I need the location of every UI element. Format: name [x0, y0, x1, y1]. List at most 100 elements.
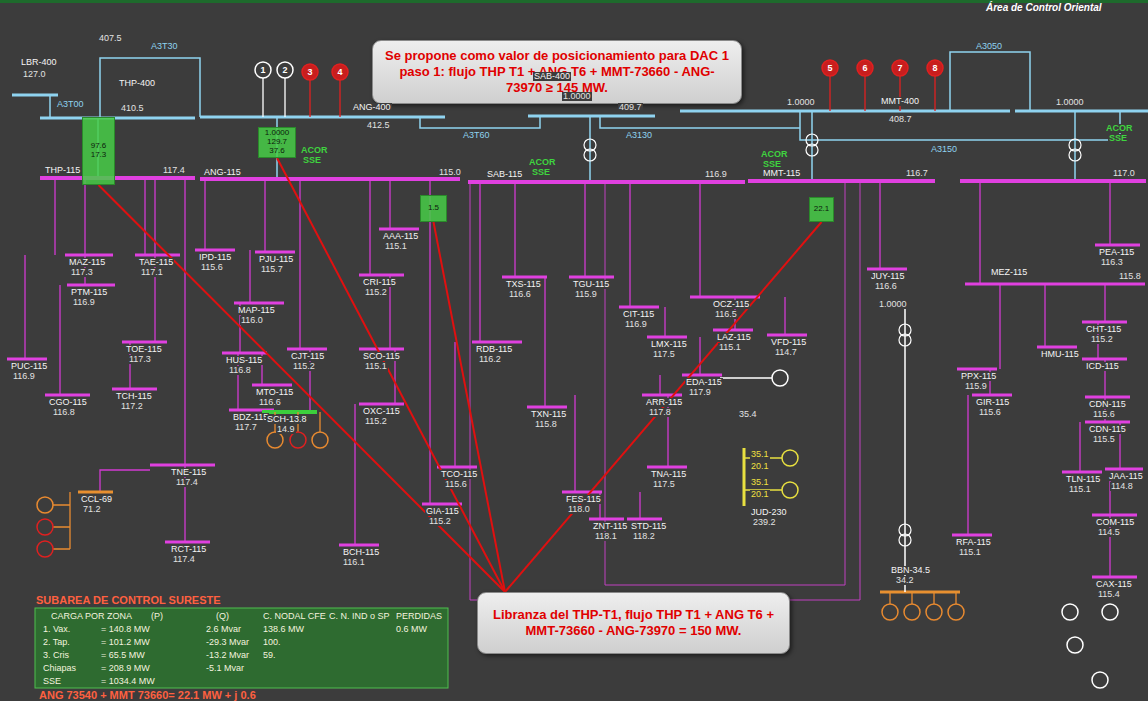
summary-note: SUBAREA DE CONTROL SURESTE: [35, 595, 222, 606]
table-cell: -29.3 Mvar: [205, 638, 250, 647]
voltage-value: 116.6: [874, 282, 898, 291]
voltage-value: 14.9: [276, 425, 296, 434]
bus-name: TCH-115: [115, 392, 153, 401]
bus-name: PEA-115: [1098, 248, 1135, 257]
line-name: A3T00: [56, 100, 85, 109]
voltage-value: 117.4: [175, 478, 199, 487]
voltage-value: 239.2: [752, 518, 777, 527]
table-cell: C. NODAL CFE: [262, 612, 327, 621]
unit-number: 8: [931, 64, 938, 73]
voltage-value: 116.9: [72, 298, 96, 307]
voltage-value: 116.2: [478, 355, 502, 364]
generator-symbol: [926, 604, 942, 620]
bus-name: TLN-115: [1065, 475, 1101, 484]
voltage-value: 117.9: [688, 388, 712, 397]
bus-name: RCT-115: [170, 545, 207, 554]
table-cell: = 1034.4 MW: [100, 677, 156, 686]
voltage-value: 34.2: [895, 576, 915, 585]
line-name: A3T60: [462, 131, 491, 140]
voltage-value: 117.5: [652, 350, 676, 359]
generator-symbol: [37, 541, 53, 557]
bus-name: TNE-115: [170, 468, 207, 477]
voltage-value: 115.6: [1092, 410, 1116, 419]
bus-name: MAZ-115: [68, 258, 106, 267]
voltage-value: 115.9: [964, 382, 988, 391]
voltage-value: 115.8: [1118, 272, 1142, 281]
voltage-value: 114.8: [1110, 482, 1134, 491]
voltage-value: 115.8: [534, 420, 558, 429]
generator-symbol: [927, 60, 943, 76]
unit-number: 1: [259, 66, 266, 75]
control-tag: SSE: [762, 160, 782, 169]
bus-name: IPD-115: [198, 253, 232, 262]
voltage-value: 1.0000: [878, 300, 908, 309]
bus-name: CGO-115: [48, 398, 88, 407]
voltage-value: 116.8: [52, 408, 76, 417]
area-title: Área de Control Oriental: [985, 3, 1103, 13]
callout-box: Libranza del THP-T1, flujo THP T1 + ANG …: [477, 592, 790, 654]
voltage-value: 408.7: [888, 115, 913, 124]
table-cell: = 101.2 MW: [100, 638, 151, 647]
voltage-value: 115.2: [364, 288, 388, 297]
unit-number: 5: [826, 64, 833, 73]
flow-value: 20.1: [750, 462, 770, 471]
voltage-value: 114.7: [774, 348, 798, 357]
leader-line: [505, 222, 822, 592]
bus-name: HMU-115: [1040, 350, 1080, 359]
voltage-value: 116.1: [342, 558, 366, 567]
bus-name: TAE-115: [138, 258, 174, 267]
bus-name: JAA-115: [1108, 472, 1144, 481]
table-cell: -13.2 Mvar: [205, 651, 250, 660]
bus-name: CCL-69: [80, 495, 113, 504]
table-cell: = 65.5 MW: [100, 651, 146, 660]
generator-lead: [53, 412, 956, 604]
bus-name: BDZ-115: [232, 413, 269, 422]
line-name: A3150: [930, 145, 958, 154]
control-tag: SSE: [302, 156, 322, 165]
voltage-value: 127.0: [22, 70, 47, 79]
voltage-value: 116.5: [714, 310, 738, 319]
flow-value: 20.1: [750, 490, 770, 499]
bus-name: TOE-115: [125, 345, 163, 354]
bus-name: MMT-115: [762, 169, 801, 178]
bus-name: ZNT-115: [592, 522, 628, 531]
table-cell: 59.: [262, 651, 277, 660]
bus-name: RFA-115: [955, 538, 992, 547]
voltage-value: 116.8: [228, 366, 252, 375]
voltage-value: 115.2: [364, 417, 388, 426]
transformer-symbol: [899, 334, 911, 346]
voltage-value: 115.1: [958, 548, 982, 557]
bus-name: ICD-115: [1085, 362, 1120, 371]
voltage-value: 115.1: [1068, 485, 1092, 494]
unit-number: 4: [336, 68, 343, 77]
generator-symbol: [948, 604, 964, 620]
transformer-symbol: [806, 144, 818, 156]
voltage-value: 117.0: [1112, 169, 1136, 178]
voltage-value: 115.6: [444, 480, 468, 489]
voltage-value: 117.2: [120, 402, 144, 411]
tie-line: [720, 300, 905, 592]
voltage-value: 115.0: [438, 168, 462, 177]
generator-symbol: [290, 432, 306, 448]
generator-symbol: [782, 482, 798, 498]
voltage-value: 118.2: [632, 532, 656, 541]
bus-name: JUD-230: [750, 508, 788, 517]
generator-symbol: [1067, 637, 1083, 653]
bus-115kv: [40, 178, 1146, 182]
bus-name: TXS-115: [505, 280, 542, 289]
voltage-value: 115.1: [718, 343, 742, 352]
voltage-value: 116.9: [624, 320, 648, 329]
leader-line: [99, 185, 506, 592]
generator-lead: [263, 78, 285, 117]
node-text: 97.6: [91, 142, 107, 151]
loop-line: [470, 181, 860, 600]
generator-symbol: [782, 450, 798, 466]
table-cell: 1. Vax.: [42, 625, 71, 634]
unit-number: 6: [861, 64, 868, 73]
voltage-value: 116.3: [1100, 258, 1124, 267]
generator-symbol: [312, 432, 328, 448]
bus-name: FES-115: [565, 495, 602, 504]
table-cell: PERDIDAS: [395, 612, 443, 621]
voltage-value: 409.7: [618, 103, 643, 112]
bus-name: LBR-400: [20, 58, 58, 67]
